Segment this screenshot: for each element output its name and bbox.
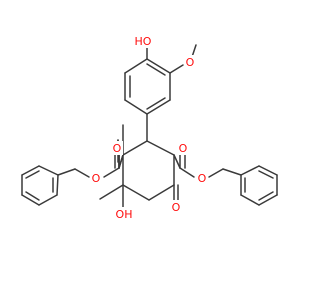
bond [240, 165, 260, 176]
bond [173, 154, 181, 169]
bond [146, 63, 166, 76]
bond [146, 58, 171, 74]
bond [148, 184, 175, 201]
left-ester-oxygen-label: O [92, 172, 101, 185]
methoxy-oxygen-label: O [186, 56, 195, 69]
bond-layer [21, 44, 278, 209]
right-ester-oxygen-label: O [198, 172, 207, 185]
bond [258, 194, 278, 206]
bond [25, 170, 40, 179]
bond [122, 184, 150, 201]
bond [179, 167, 195, 178]
bond [21, 194, 40, 206]
bond [258, 191, 274, 201]
bond [124, 99, 148, 115]
bond [99, 184, 124, 200]
bond [38, 165, 59, 176]
bond [124, 58, 148, 74]
bond [240, 194, 260, 206]
bond [74, 168, 90, 178]
bond [56, 174, 59, 196]
bond [122, 140, 148, 156]
bond [208, 168, 224, 178]
right-carbonyl-oxygen-label: O [179, 142, 188, 155]
bond [146, 99, 171, 115]
molecule-structure: HO O O O O O OH O [21, 34, 278, 221]
bond [21, 165, 40, 176]
phenol-hydroxyl-label: HO [135, 35, 152, 48]
bond [38, 194, 58, 206]
bond [25, 191, 40, 201]
atom-label-layer: HO O O O O O OH O [90, 34, 208, 221]
bond [146, 97, 166, 110]
bond [57, 168, 76, 176]
bond [258, 165, 278, 176]
left-carbonyl-oxygen-label: O [113, 142, 122, 155]
bond [169, 64, 184, 74]
ring-hydroxyl-label: OH [116, 208, 133, 221]
bond [146, 140, 175, 156]
bond [222, 168, 242, 176]
ketone-oxygen-label: O [172, 201, 181, 214]
bond [258, 170, 274, 179]
bond [103, 167, 120, 178]
